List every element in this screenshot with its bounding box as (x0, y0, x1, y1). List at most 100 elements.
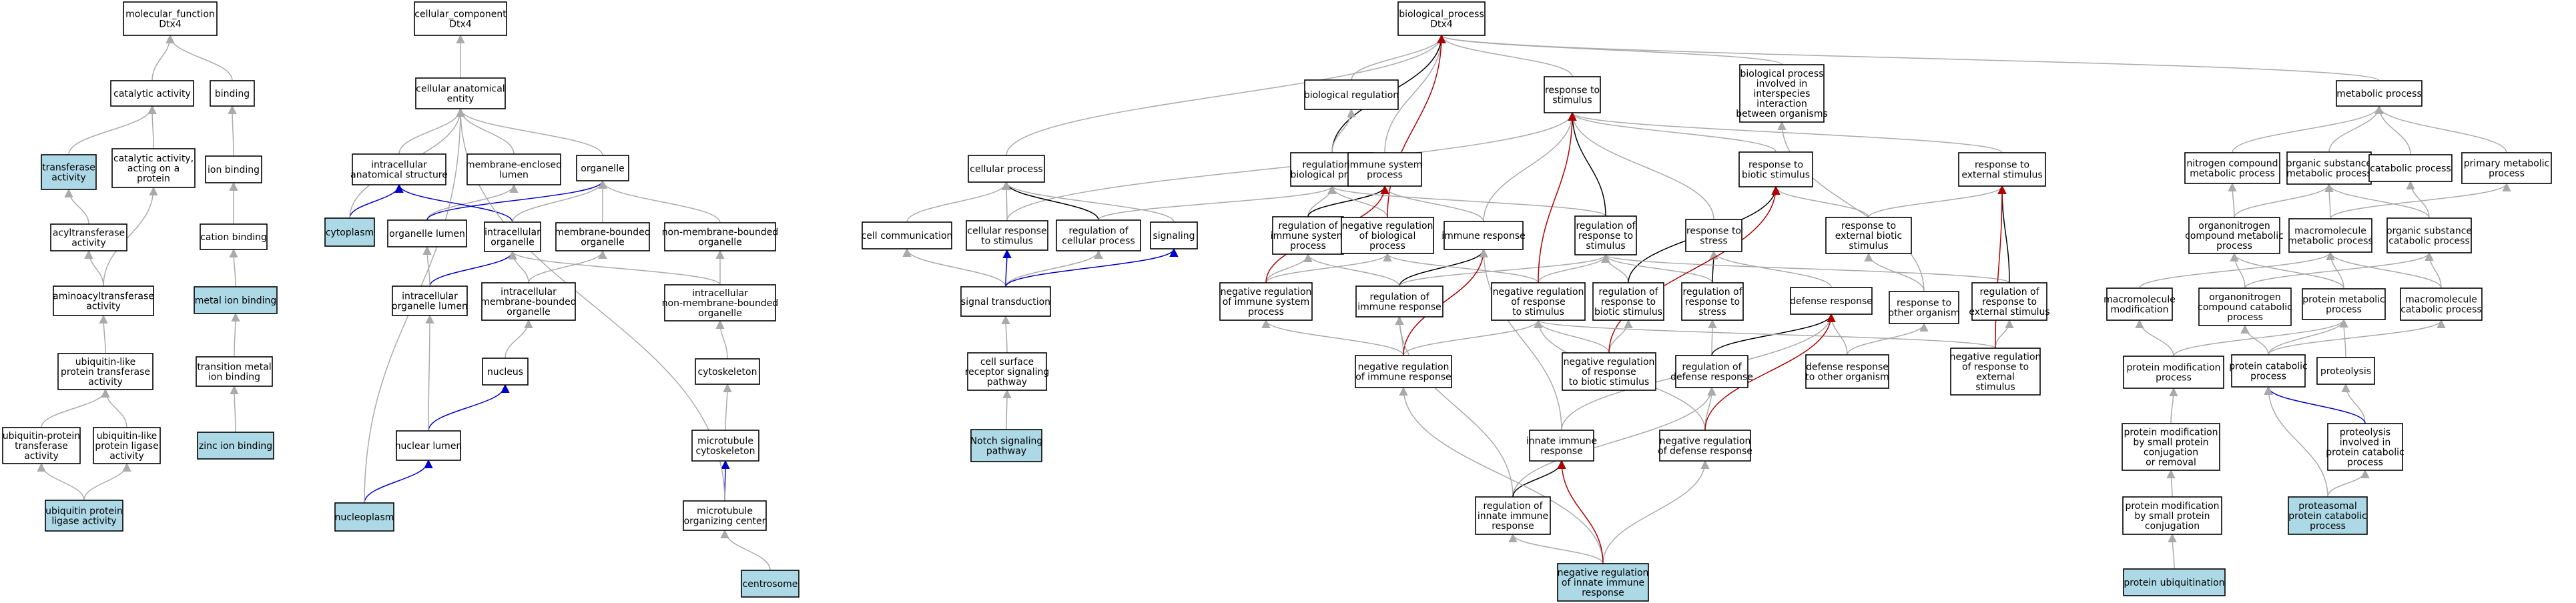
term-node-proteolysis[interactable]: proteolysis (2316, 357, 2375, 385)
term-node-ion-binding[interactable]: ion binding (205, 155, 262, 183)
term-node-nucleoplasm[interactable]: nucleoplasm (334, 502, 394, 532)
term-node-signaling[interactable]: signaling (1150, 221, 1198, 249)
term-box (2123, 356, 2224, 389)
term-node-cytoskeleton[interactable]: cytoskeleton (695, 358, 760, 385)
term-node-cytoplasm[interactable]: cytoplasm (324, 217, 375, 247)
edge-isa-bio_reg-to-bp (1351, 34, 1446, 81)
term-node-metal-ion[interactable]: metal ion binding (194, 286, 278, 314)
term-node-nucleus[interactable]: nucleus (482, 358, 529, 386)
term-node-signal-trans[interactable]: signal transduction (960, 286, 1051, 317)
term-node-cation-binding[interactable]: cation binding (200, 223, 268, 250)
term-node-centrosome[interactable]: centrosome (741, 570, 799, 598)
term-node-cell-comm[interactable]: cell communication (862, 221, 953, 249)
term-label-line: intracellular (692, 288, 748, 299)
term-node-bio-reg[interactable]: biological regulation (1304, 79, 1399, 110)
term-node-cellular-proc[interactable]: cellular process (968, 155, 1045, 183)
term-node-metabolic[interactable]: metabolic process (2336, 80, 2423, 107)
edge-isa-resp_ext_biotic-to-resp_biotic (1771, 185, 1869, 218)
term-node-org-lumen[interactable]: organelle lumen (387, 219, 467, 247)
edge-isa-acyltransferase-to-transferase (64, 188, 89, 225)
term-node-immune-resp[interactable]: immune response (1441, 221, 1526, 250)
term-node-inmbo[interactable]: intracellularnon-membrane-boundedorganel… (662, 284, 779, 322)
term-node-zinc[interactable]: zinc ion binding (197, 432, 274, 460)
term-node-binding[interactable]: binding (210, 80, 255, 107)
term-node-organelle[interactable]: organelle (576, 155, 629, 181)
edge-isa-catabolic-to-metabolic (2374, 105, 2411, 155)
term-node-nuc-lumen[interactable]: nuclear lumen (395, 430, 462, 461)
term-node-catalytic[interactable]: catalytic activity (110, 80, 194, 107)
term-node-catabolic[interactable]: catabolic process (2368, 154, 2453, 182)
term-node-defense[interactable]: defense response (1790, 287, 1873, 315)
term-node-protein-ub[interactable]: protein ubiquitination (2123, 568, 2226, 596)
